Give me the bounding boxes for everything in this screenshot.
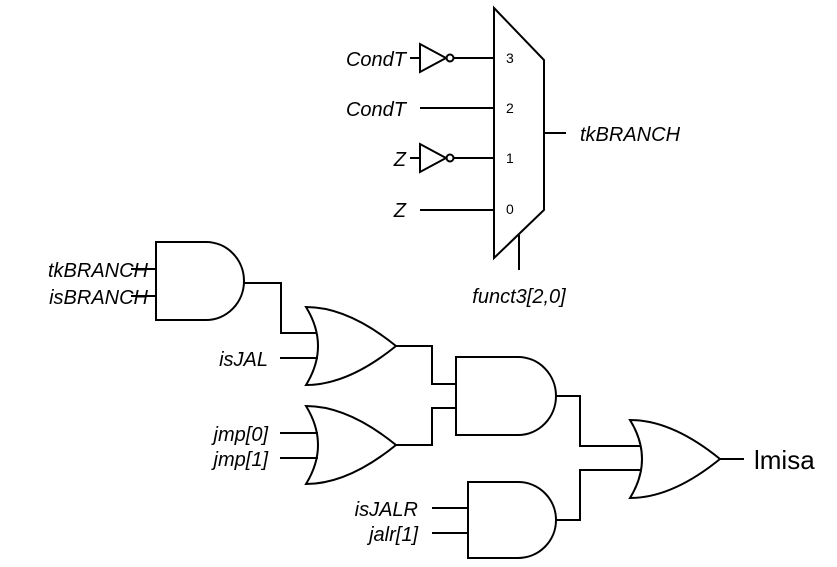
and-gate-jalr: isJALR jalr[1] <box>355 469 640 559</box>
or-gate-jal-body <box>304 305 398 387</box>
or-gate-final: lmisa <box>628 418 815 500</box>
or-gate-jal: isJAL <box>219 305 456 387</box>
or-jal-in-label: isJAL <box>219 349 268 371</box>
not-bubble-in3 <box>445 53 455 63</box>
mux: CondT CondT Z Z 3 2 1 0 tkBRANCH funct3[… <box>346 5 681 308</box>
and-jalr-in2-label: jalr[1] <box>366 524 418 546</box>
mux-in3-label: CondT <box>346 49 408 71</box>
mux-body <box>493 5 545 261</box>
or-jmp-in1-label: jmp[0] <box>211 424 269 446</box>
and-gate-branch-body <box>155 241 245 321</box>
and-jalr-in1-label: isJALR <box>355 499 418 521</box>
or-gate-final-body <box>628 418 722 500</box>
and-branch-in1-label: tkBRANCH <box>48 260 149 282</box>
mux-in2-label: CondT <box>346 99 408 121</box>
mux-pin0: 0 <box>506 201 514 217</box>
and-branch-out-wire <box>244 282 316 334</box>
and-gate-jump-body <box>455 356 557 436</box>
mux-in1-label: Z <box>393 149 407 171</box>
and-jump-out-wire <box>556 395 640 447</box>
and-gate-branch: tkBRANCH isBRANCH <box>48 241 316 334</box>
mux-pin3: 3 <box>506 50 514 66</box>
mux-in0-label: Z <box>393 200 407 222</box>
or-jmp-out-wire <box>396 407 456 446</box>
output-label: lmisa <box>754 445 815 475</box>
mux-select-label: funct3[2,0] <box>472 286 566 308</box>
or-jal-out-wire <box>396 345 456 385</box>
and-jalr-out-wire <box>556 469 640 521</box>
or-gate-jmp-body <box>304 404 398 486</box>
and-gate-jump <box>455 356 640 447</box>
or-gate-jmp: jmp[0] jmp[1] <box>211 404 456 486</box>
mux-pin1: 1 <box>506 150 514 166</box>
not-bubble-in1 <box>445 153 455 163</box>
not-gate-in1 <box>419 142 449 174</box>
mux-pin2: 2 <box>506 100 514 116</box>
or-jmp-in2-label: jmp[1] <box>211 449 269 471</box>
and-gate-jalr-body <box>467 481 557 559</box>
not-gate-in3 <box>419 42 449 74</box>
mux-output-label: tkBRANCH <box>580 124 681 146</box>
and-branch-in2-label: isBRANCH <box>49 287 148 309</box>
